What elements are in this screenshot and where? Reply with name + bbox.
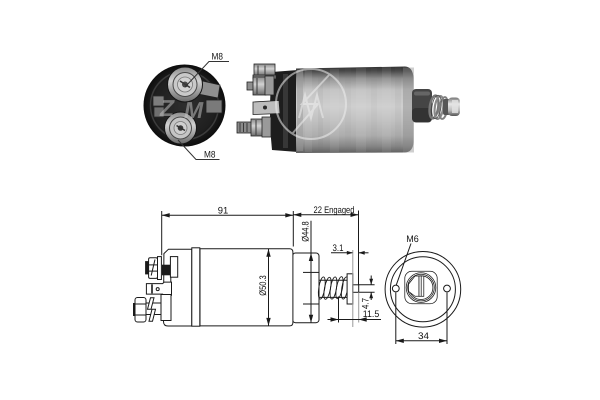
svg-text:M6: M6 xyxy=(406,234,419,245)
svg-text:M: M xyxy=(184,97,204,123)
svg-text:4.7: 4.7 xyxy=(361,298,372,309)
svg-text:Z: Z xyxy=(159,95,175,121)
svg-text:3.1: 3.1 xyxy=(333,243,344,254)
svg-text:Ø44.8: Ø44.8 xyxy=(300,221,311,242)
svg-text:34: 34 xyxy=(418,331,429,342)
svg-text:M8: M8 xyxy=(204,150,216,161)
svg-text:M8: M8 xyxy=(212,52,224,63)
svg-text:91: 91 xyxy=(218,205,229,216)
svg-text:11.5: 11.5 xyxy=(363,309,380,320)
svg-text:Ø50.3: Ø50.3 xyxy=(258,275,269,296)
svg-text:22 Engaged: 22 Engaged xyxy=(314,205,355,216)
